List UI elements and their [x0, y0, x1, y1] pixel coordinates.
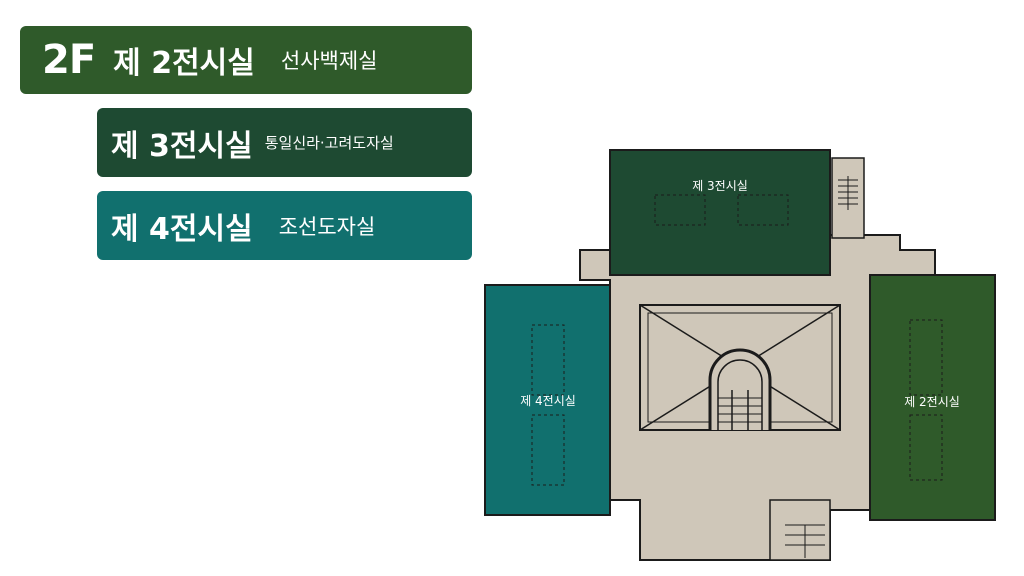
- badge-hall-3: 제 3전시실 통일신라·고려도자실: [97, 108, 472, 177]
- hall-2-room: [869, 274, 996, 521]
- hall-4-subtitle: 조선도자실: [278, 214, 376, 239]
- hall-4-room: [484, 284, 611, 516]
- badge-hall-4: 제 4전시실 조선도자실: [97, 191, 472, 260]
- hall-4-title: 제 4전시실: [111, 211, 253, 247]
- hall-3-room: [609, 149, 831, 276]
- central-staircase-icon: [708, 348, 772, 430]
- floor-label: 2F: [42, 37, 96, 83]
- floor-plan: 제 3전시실 제 4전시실 제 2전시실: [484, 149, 996, 561]
- hall-3-subtitle: 통일신라·고려도자실: [264, 134, 394, 152]
- hall-2-plan-label: 제 2전시실: [904, 395, 960, 409]
- hall-3-title: 제 3전시실: [111, 128, 253, 164]
- badge-hall-2: 2F 제 2전시실 선사백제실: [20, 26, 472, 94]
- hall-2-subtitle: 선사백제실: [280, 49, 378, 73]
- hall-3-plan-label: 제 3전시실: [692, 179, 748, 193]
- hall-4-plan-label: 제 4전시실: [520, 394, 576, 408]
- hall-2-title: 제 2전시실: [113, 46, 255, 81]
